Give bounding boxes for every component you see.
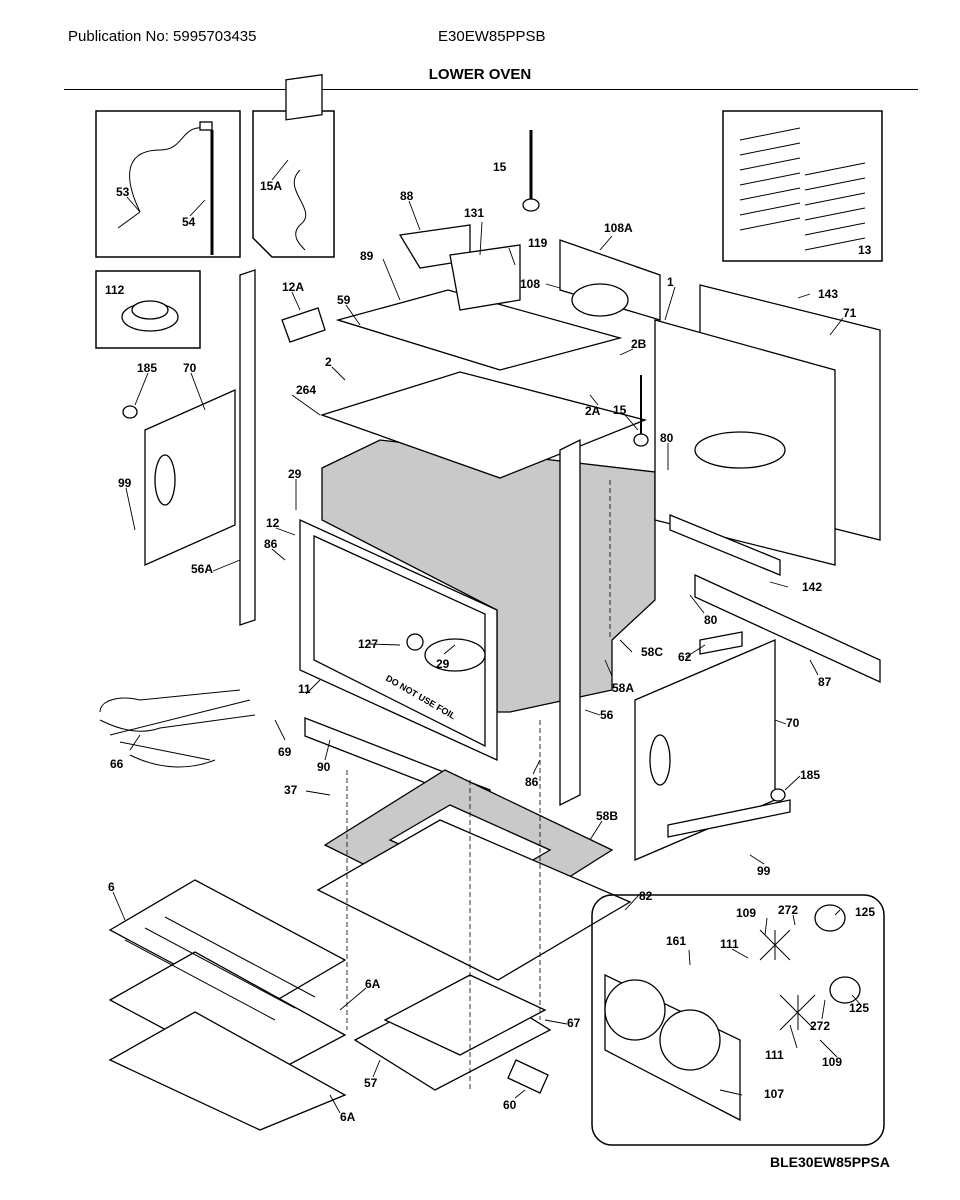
callout-15-right: 15 (613, 403, 627, 417)
callout-70-left: 70 (183, 361, 197, 375)
callout-71: 71 (843, 306, 857, 320)
oven-racks (108, 879, 347, 1131)
callout-53: 53 (116, 185, 130, 199)
callout-108: 108 (520, 277, 540, 291)
callout-62: 62 (678, 650, 692, 664)
callout-125-top: 125 (855, 905, 875, 919)
callout-108A: 108A (604, 221, 633, 235)
probes-and-small-parts (122, 130, 786, 802)
callout-58C: 58C (641, 645, 663, 659)
callout-6: 6 (108, 880, 115, 894)
callout-264: 264 (296, 383, 316, 397)
inset-wire-box (252, 74, 335, 258)
callout-11: 11 (298, 682, 311, 696)
callout-29-left: 29 (288, 467, 302, 481)
bottom-frame (316, 769, 632, 1094)
side-panels (144, 269, 776, 861)
callout-111-bottom: 111 (765, 1048, 784, 1062)
inset-thermostat-box (95, 270, 201, 349)
callout-15: 15 (493, 160, 507, 174)
callout-109-bottom: 109 (822, 1055, 842, 1069)
callout-111-top: 111 (720, 937, 739, 951)
callout-59: 59 (337, 293, 351, 307)
callout-54: 54 (182, 215, 196, 229)
callout-87: 87 (818, 675, 832, 689)
callout-58A: 58A (612, 681, 634, 695)
callout-12: 12 (266, 516, 280, 530)
callout-58B: 58B (596, 809, 618, 823)
callout-56: 56 (600, 708, 614, 722)
callout-12A: 12A (282, 280, 304, 294)
callout-56A: 56A (191, 562, 213, 576)
model-number: E30EW85PPSB (438, 28, 546, 45)
callout-112: 112 (105, 283, 125, 297)
callout-1: 1 (667, 275, 674, 289)
callout-185-bottom: 185 (800, 768, 820, 782)
callout-2B: 2B (631, 337, 647, 351)
callout-80-top: 80 (660, 431, 674, 445)
callout-86-top: 86 (264, 537, 278, 551)
callout-99-right: 99 (757, 864, 771, 878)
callout-272-bottom: 272 (810, 1019, 830, 1033)
callout-89: 89 (360, 249, 374, 263)
callout-90: 90 (317, 760, 331, 774)
callout-82: 82 (639, 889, 653, 903)
diagram-code: BLE30EW85PPSA (770, 1154, 890, 1170)
callout-2A: 2A (585, 404, 601, 418)
publication-number: Publication No: 5995703435 (68, 28, 257, 45)
callout-99-left: 99 (118, 476, 132, 490)
callout-66: 66 (110, 757, 124, 771)
assembly-guide-lines (346, 480, 611, 1090)
page-title: LOWER OVEN (428, 66, 532, 83)
callout-70-right: 70 (786, 716, 800, 730)
inset-sensor-box (95, 110, 241, 258)
callout-127: 127 (358, 637, 378, 651)
callout-37: 37 (284, 783, 298, 797)
callout-143: 143 (818, 287, 838, 301)
vent-duct (398, 224, 661, 321)
callout-272-top: 272 (778, 903, 798, 917)
callout-86-bottom: 86 (525, 775, 539, 789)
callout-15A: 15A (260, 179, 282, 193)
callout-125-bottom: 125 (849, 1001, 869, 1015)
broil-element (99, 689, 256, 768)
callout-6A-top: 6A (365, 977, 381, 991)
callout-185-top: 185 (137, 361, 157, 375)
inset-rack-supports-box (722, 110, 883, 262)
callout-60: 60 (503, 1098, 517, 1112)
header-divider (64, 89, 918, 90)
convection-fan-inset (591, 894, 885, 1146)
callout-142: 142 (802, 580, 822, 594)
callout-69: 69 (278, 745, 292, 759)
callout-6A-bottom: 6A (340, 1110, 356, 1124)
callout-131: 131 (464, 206, 484, 220)
callout-80-bottom: 80 (704, 613, 718, 627)
callout-2: 2 (325, 355, 332, 369)
callout-88: 88 (400, 189, 414, 203)
callout-labels: 53 54 15A 13 112 15 88 131 119 108A 108 … (105, 160, 875, 1124)
callout-109-top: 109 (736, 906, 756, 920)
callout-119: 119 (528, 236, 548, 250)
callout-57: 57 (364, 1076, 378, 1090)
callout-29-center: 29 (436, 657, 450, 671)
callout-67: 67 (567, 1016, 581, 1030)
rear-panel (654, 284, 881, 566)
callout-161: 161 (666, 934, 686, 948)
leader-lines (112, 159, 861, 1114)
callout-107: 107 (764, 1087, 784, 1101)
callout-13: 13 (858, 243, 872, 257)
